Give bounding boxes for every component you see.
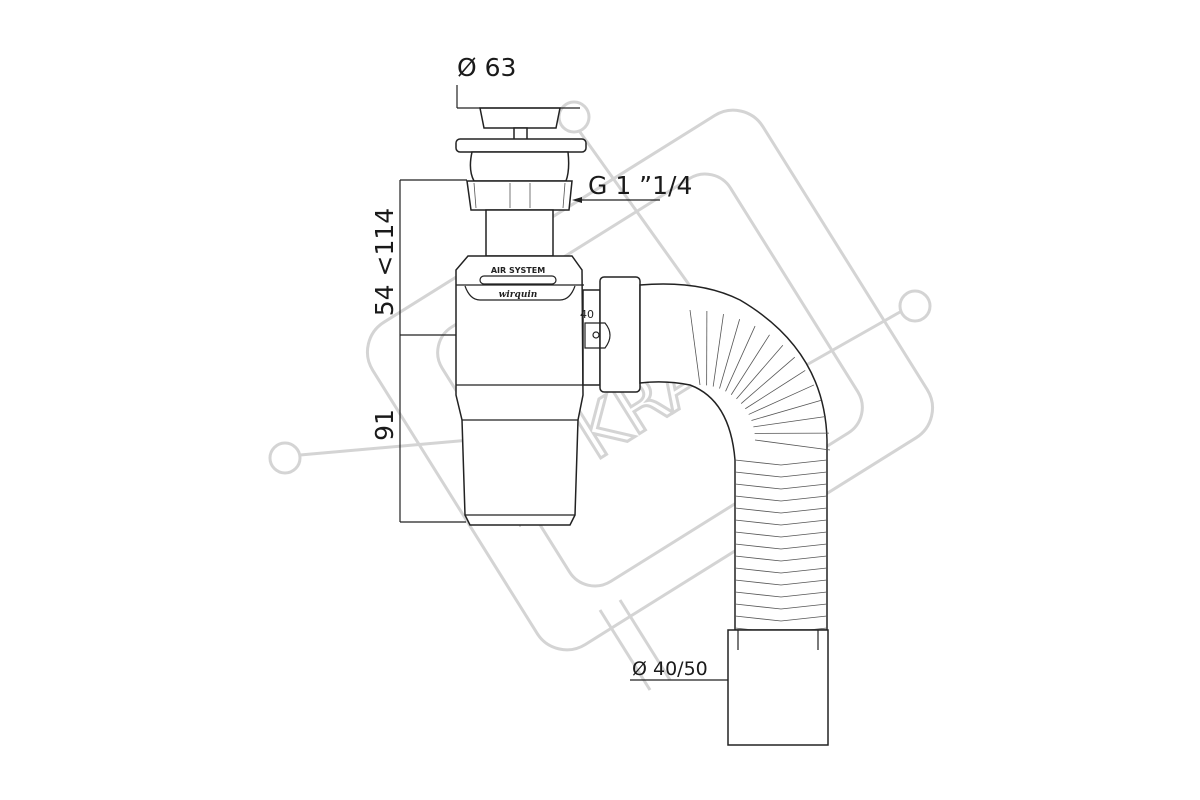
flexible-hose xyxy=(639,283,831,746)
upper-height-label: 54 <114 xyxy=(370,208,399,316)
dimension-lines xyxy=(399,85,728,681)
bottle-body xyxy=(455,255,584,526)
tail-pipe xyxy=(485,209,554,257)
flange xyxy=(455,138,587,153)
lower-height-label: 91 xyxy=(370,409,399,441)
air-system-label: AIR SYSTEM xyxy=(491,266,545,275)
hose-end xyxy=(727,629,829,746)
top-diameter-label: Ø 63 xyxy=(457,53,516,82)
outlet-diameter-label: Ø 40/50 xyxy=(632,658,708,680)
outlet-nut xyxy=(599,276,641,393)
brand-label: wirquin xyxy=(499,290,538,300)
nut xyxy=(466,180,573,211)
drain-plug xyxy=(479,107,561,129)
thread-label: G 1 ”1/4 xyxy=(588,171,692,200)
outlet-size-label: 40 xyxy=(580,308,594,321)
